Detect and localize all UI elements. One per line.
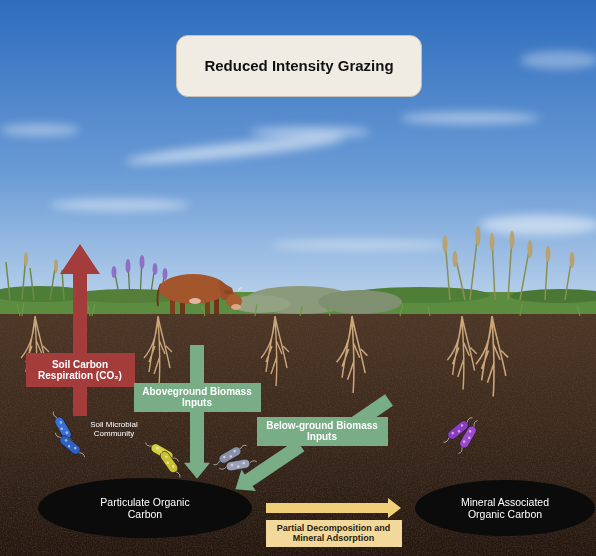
plant-roots: [21, 316, 508, 397]
clouds: [0, 124, 80, 136]
grass-seed-heads: [453, 251, 458, 267]
cow: [157, 274, 242, 318]
title-text: Reduced Intensity Grazing: [204, 57, 393, 74]
tall-grass: [6, 232, 572, 300]
carbon-pool-ellipse: Particulate Organic Carbon: [38, 478, 252, 538]
clouds: [480, 215, 596, 235]
node-label: Mineral Associated Organic Carbon: [453, 496, 557, 520]
horizon-vegetation: [318, 290, 402, 314]
horizon-vegetation: [510, 289, 596, 303]
clouds: [270, 240, 450, 250]
grass-seed-heads: [510, 231, 515, 249]
node-label: Soil Carbon Respiration (CO₂): [30, 359, 130, 382]
tall-grass: [445, 232, 572, 300]
cow: [189, 298, 201, 304]
grass-tufts: [17, 303, 580, 316]
cow: [238, 287, 242, 290]
ellipse-fill: [415, 480, 595, 536]
node-label: Particulate Organic Carbon: [90, 496, 200, 520]
plant-roots: [144, 316, 172, 386]
grass-seed-heads: [24, 252, 28, 266]
lavender-plant: [112, 255, 168, 280]
lavender-plant: [112, 266, 117, 278]
title-box: Reduced Intensity Grazing: [176, 35, 422, 97]
carbon-pool-ellipse: Mineral Associated Organic Carbon: [415, 480, 595, 536]
respiration-arrow: [73, 270, 87, 416]
plant-roots: [261, 316, 289, 386]
flow-arrow: [266, 498, 401, 518]
soil: [0, 314, 596, 556]
grass-seed-heads: [570, 252, 575, 268]
tall-grass: [6, 255, 64, 300]
soil-microbes: [154, 444, 183, 480]
flow-arrow: [235, 440, 304, 491]
input-label-box: Below-ground Biomass Inputs: [257, 417, 388, 446]
grass-seed-heads: [24, 226, 575, 273]
grass-seed-heads: [443, 235, 448, 253]
cow: [224, 290, 232, 294]
respiration-arrow: [60, 244, 100, 416]
clouds: [125, 132, 345, 169]
edge-label: Partial Decomposition and Mineral Adsorp…: [272, 523, 396, 544]
ellipse-fill: [38, 478, 252, 538]
flux-label-box: Soil Carbon Respiration (CO₂): [26, 353, 135, 387]
node-label: Below-ground Biomass Inputs: [261, 420, 383, 443]
clouds: [250, 127, 370, 137]
lavender-plant: [140, 255, 145, 269]
lavender-plant: [163, 268, 168, 280]
clouds: [400, 112, 540, 124]
plant-roots: [337, 316, 368, 393]
clouds: [50, 199, 190, 211]
grass-tufts: [17, 303, 580, 316]
cow: [159, 274, 227, 304]
soil-microbes: [53, 429, 88, 460]
grass-seed-heads: [54, 259, 58, 273]
lavender-plant: [112, 255, 168, 302]
sky: [0, 0, 596, 320]
grass-seed-heads: [490, 233, 495, 251]
soil-microbes: [455, 418, 482, 455]
input-label-box: Aboveground Biomass Inputs: [134, 383, 261, 412]
respiration-arrow: [60, 244, 100, 274]
grass-seed-heads: [546, 246, 551, 262]
grass-seed-heads: [476, 226, 481, 246]
clouds: [520, 51, 596, 69]
grass-seed-heads: [528, 240, 533, 258]
soil-texture: [0, 314, 596, 556]
flow-arrow: [184, 412, 210, 479]
annotation-label: Soil Microbial Community: [84, 420, 144, 438]
cow: [231, 304, 241, 310]
lavender-plant: [153, 263, 158, 275]
plant-roots: [476, 316, 508, 397]
node-label: Aboveground Biomass Inputs: [138, 386, 256, 409]
edge-label-box: Partial Decomposition and Mineral Adsorp…: [266, 520, 402, 547]
lavender-plant: [126, 259, 131, 273]
plant-roots: [447, 316, 476, 390]
